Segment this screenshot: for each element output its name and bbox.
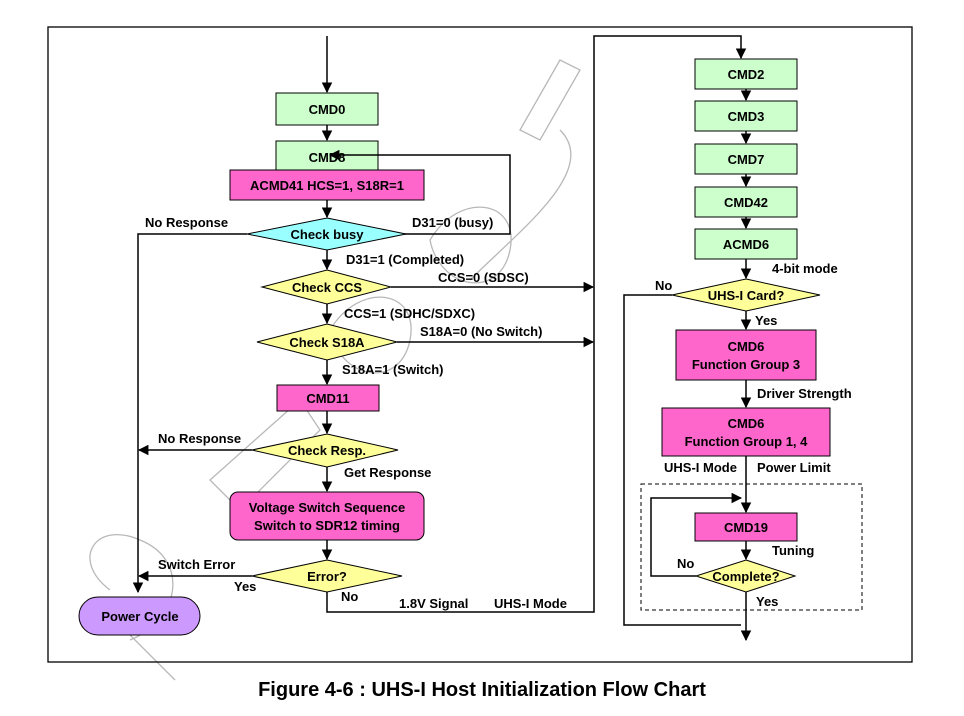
uhs-mode-right-label: UHS-I Mode [664, 460, 737, 475]
cmd6-group14-line2: Function Group 1, 4 [685, 434, 809, 449]
cmd42-shape [694, 186, 798, 218]
no-uhs-line [623, 294, 741, 626]
uhs-mode-left-label: UHS-I Mode [494, 596, 567, 611]
acmd41-shape [229, 169, 425, 201]
acmd41-label: ACMD41 HCS=1, S18R=1 [250, 178, 404, 193]
check-ccs-label: Check CCS [292, 280, 362, 295]
cmd19-shape [694, 512, 798, 542]
acmd6-shape [694, 228, 798, 260]
cmd19-box: CMD19 [694, 512, 798, 542]
cmd7-box: CMD7 [694, 143, 798, 175]
check-ccs-decision: Check CCS [260, 269, 393, 305]
cmd8-label: CMD8 [309, 150, 346, 165]
no-error-label: No [341, 589, 358, 604]
voltage-switch-box: Voltage Switch Sequence Switch to SDR12 … [229, 491, 425, 541]
switch-error-label: Switch Error [158, 557, 235, 572]
cmd6-group14-shape [661, 407, 831, 457]
tuning-dashed-frame [640, 483, 863, 611]
acmd41-box: ACMD41 HCS=1, S18R=1 [229, 169, 425, 201]
check-resp-decision: Check Resp. [251, 433, 399, 468]
cmd3-shape [694, 100, 798, 132]
cmd6-group14-line1: CMD6 [728, 416, 765, 431]
check-resp-label: Check Resp. [288, 443, 366, 458]
check-busy-label: Check busy [291, 227, 365, 242]
cmd8-box: CMD8 [275, 140, 379, 174]
cmd6-group3-box: CMD6 Function Group 3 [675, 329, 817, 381]
cmd7-shape [694, 143, 798, 175]
cmd0-label: CMD0 [309, 102, 346, 117]
yes-complete-label: Yes [756, 594, 778, 609]
outer-frame [47, 26, 913, 663]
cmd19-label: CMD19 [724, 520, 768, 535]
d31-busy-label: D31=0 (busy) [412, 215, 493, 230]
voltage-switch-line1: Voltage Switch Sequence [249, 500, 406, 515]
cmd11-shape [276, 384, 380, 412]
check-busy-decision: Check busy [246, 217, 407, 251]
power-cycle-box: Power Cycle [78, 596, 201, 636]
s18a1-label: S18A=1 (Switch) [342, 362, 444, 377]
power-cycle-shape [78, 596, 201, 636]
cmd8-shape [275, 140, 379, 174]
cmd2-label: CMD2 [728, 67, 765, 82]
cmd6-group14-box: CMD6 Function Group 1, 4 [661, 407, 831, 457]
yes-uhs-label: Yes [755, 313, 777, 328]
cmd2-box: CMD2 [694, 58, 798, 90]
tuning-loop-arrow [650, 492, 743, 577]
complete-decision: Complete? [694, 559, 797, 593]
no-response-1-label: No Response [145, 215, 228, 230]
no-uhs-label: No [655, 278, 672, 293]
figure-caption: Figure 4-6 : UHS-I Host Initialization F… [258, 679, 706, 701]
cmd42-box: CMD42 [694, 186, 798, 218]
get-response-label: Get Response [344, 465, 431, 480]
cmd42-label: CMD42 [724, 195, 768, 210]
cmd3-box: CMD3 [694, 100, 798, 132]
ccs1-label: CCS=1 (SDHC/SDXC) [344, 306, 475, 321]
cmd7-label: CMD7 [728, 152, 765, 167]
cmd3-label: CMD3 [728, 109, 765, 124]
no-response-1-arrow [132, 233, 247, 594]
driver-strength-label: Driver Strength [757, 386, 852, 401]
uhs-card-decision: UHS-I Card? [671, 278, 821, 312]
acmd6-box: ACMD6 [694, 228, 798, 260]
no-complete-label: No [677, 556, 694, 571]
power-cycle-label: Power Cycle [101, 609, 178, 624]
four-bit-label: 4-bit mode [772, 261, 838, 276]
cmd2-shape [694, 58, 798, 90]
tuning-label: Tuning [772, 543, 814, 558]
ccs0-label: CCS=0 (SDSC) [438, 270, 529, 285]
no-error-arrow [326, 35, 747, 613]
cmd6-group3-line1: CMD6 [728, 339, 765, 354]
s18a0-label: S18A=0 (No Switch) [420, 324, 542, 339]
uhs-card-label: UHS-I Card? [708, 288, 785, 303]
check-s18a-label: Check S18A [289, 335, 365, 350]
check-s18a-decision: Check S18A [256, 323, 398, 361]
busy-loop-arrow [328, 149, 511, 235]
acmd6-label: ACMD6 [723, 237, 769, 252]
d31-completed-label: D31=1 (Completed) [346, 252, 464, 267]
no-response-2-label: No Response [158, 431, 241, 446]
signal-18v-label: 1.8V Signal [399, 596, 468, 611]
error-decision: Error? [251, 559, 403, 593]
cmd11-label: CMD11 [306, 391, 349, 406]
yes-error-label: Yes [234, 579, 256, 594]
cmd6-group3-shape [675, 329, 817, 381]
error-label: Error? [307, 569, 347, 584]
voltage-switch-line2: Switch to SDR12 timing [254, 518, 400, 533]
cmd11-box: CMD11 [276, 384, 380, 412]
cmd6-group3-line2: Function Group 3 [692, 357, 800, 372]
power-limit-label: Power Limit [757, 460, 831, 475]
complete-label: Complete? [712, 569, 779, 584]
cmd0-box: CMD0 [275, 92, 379, 126]
